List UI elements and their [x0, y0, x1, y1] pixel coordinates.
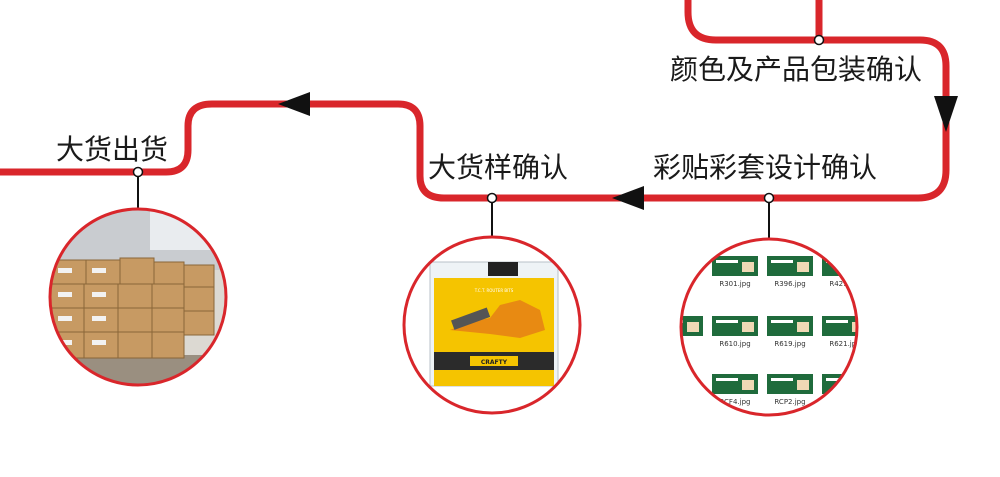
step-sticker-sleeve-design-confirm: 彩贴彩套设计确认 — [653, 151, 878, 184]
file-thumbnail — [712, 256, 758, 276]
connector-dot — [132, 166, 144, 178]
arrow-left-icon — [612, 186, 644, 210]
step-bulk-shipment: 大货出货 — [56, 133, 169, 166]
warehouse-photo — [48, 207, 228, 387]
file-thumbnail — [767, 316, 813, 336]
step-color-packaging-confirm: 颜色及产品包装确认 — [670, 53, 923, 86]
step-bulk-sample-confirm: 大货样确认 — [428, 151, 569, 184]
file-thumbnail — [822, 256, 857, 276]
file-name-label: R619.jpg — [774, 340, 805, 348]
connector-dot — [763, 192, 775, 204]
product-box-title: T.C.T. ROUTER BITS — [474, 288, 514, 293]
arrow-left-icon — [278, 92, 310, 116]
product-box-photo: T.C.T. ROUTER BITS CRAFTY — [402, 235, 582, 415]
file-thumbnail — [767, 256, 813, 276]
file-thumbnail — [712, 374, 758, 394]
file-name-label: RCF4.jpg — [720, 398, 751, 406]
connector-dot — [813, 34, 825, 46]
file-name-label: R301.jpg — [719, 280, 750, 288]
file-name-label: R396.jpg — [774, 280, 805, 288]
file-thumbnail — [767, 374, 813, 394]
flow-line — [0, 0, 950, 202]
connector-dot — [486, 192, 498, 204]
file-thumbnail — [712, 316, 758, 336]
product-box-brand: CRAFTY — [481, 359, 508, 366]
file-thumbnail — [822, 316, 857, 336]
file-name-label: R610.jpg — [719, 340, 750, 348]
file-name-label: RCP2.jpg — [774, 398, 805, 406]
file-name-label: R621.jpg — [829, 340, 860, 348]
file-name-label: R421.jpg — [829, 280, 860, 288]
arrow-down-icon — [934, 96, 958, 132]
